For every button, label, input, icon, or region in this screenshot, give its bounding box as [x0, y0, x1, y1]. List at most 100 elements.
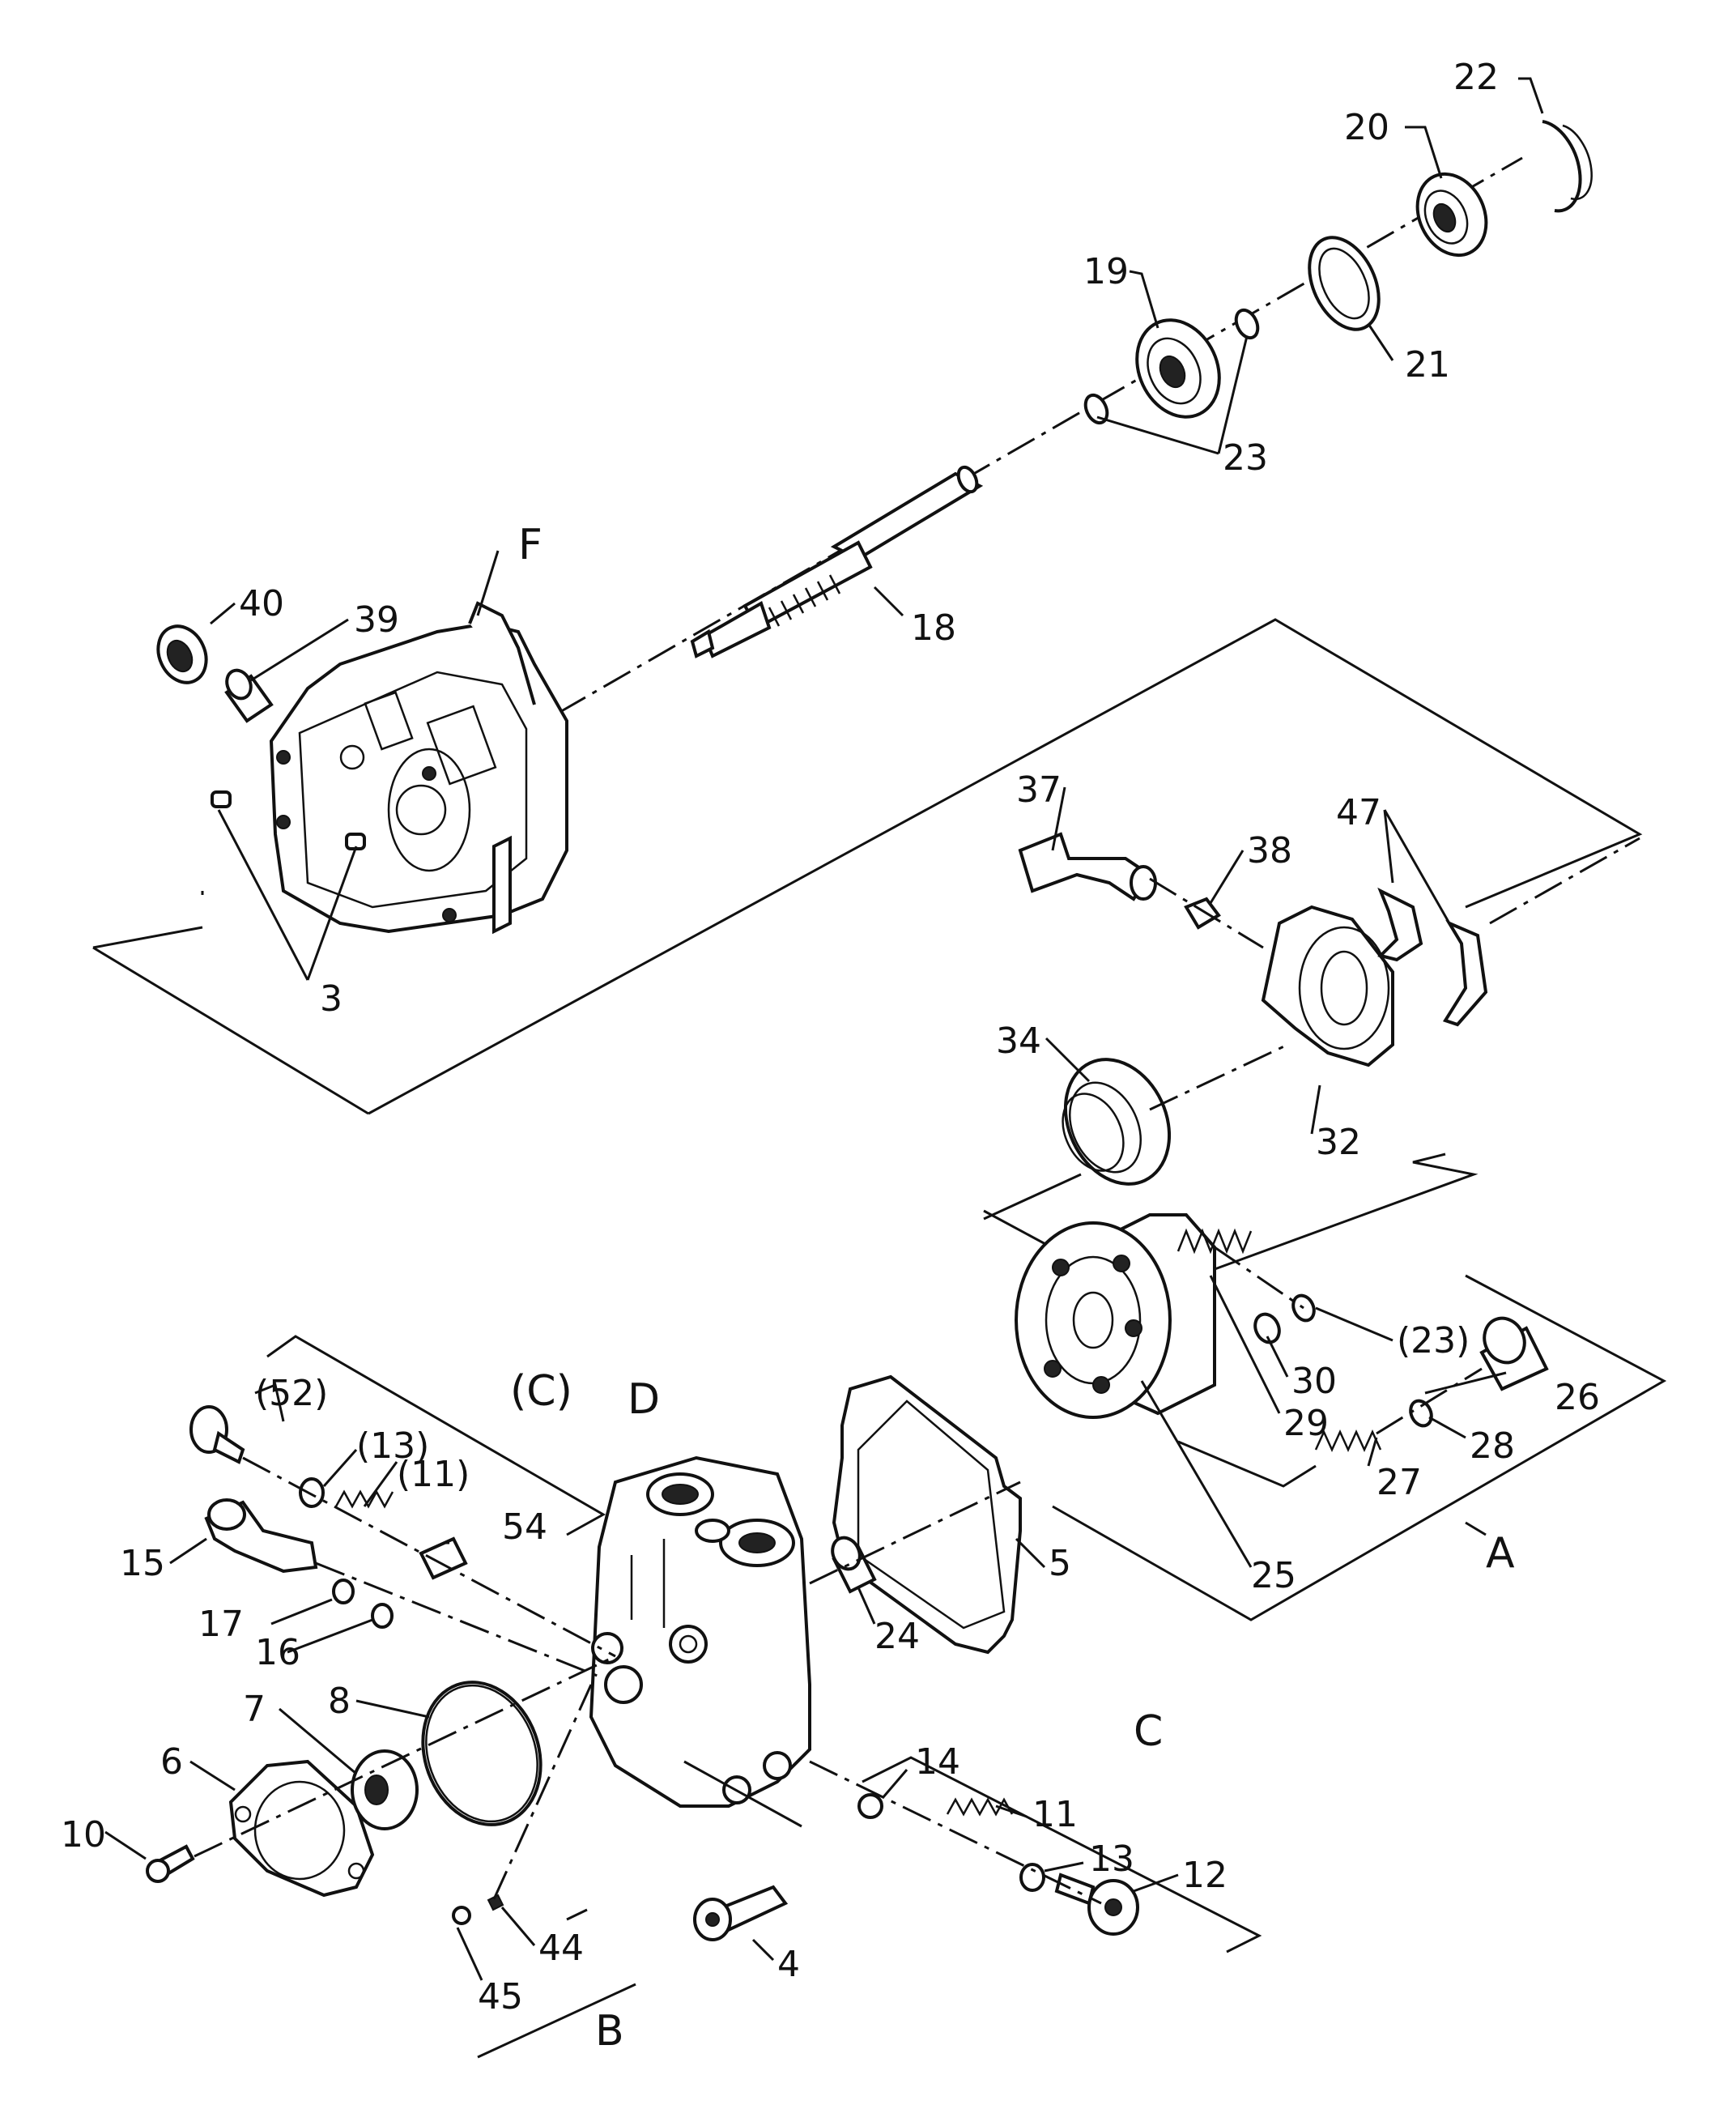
callout-44: 44 — [538, 1928, 584, 1969]
callout-26: 26 — [1555, 1377, 1600, 1418]
frame-B — [477, 1908, 636, 2059]
axis-D-25 — [809, 1481, 1021, 1585]
callout-34: 34 — [996, 1020, 1041, 1062]
callout-F: F — [518, 521, 542, 569]
bolt-4 — [693, 1885, 789, 1941]
axis-37-32 — [1149, 877, 1264, 949]
relief-valve-15 — [204, 1498, 318, 1574]
frame-bolt-4 — [683, 1760, 802, 1828]
o-ring-23-upper — [1234, 308, 1260, 340]
callout-54: 54 — [502, 1506, 547, 1548]
callout-11-paren: (11) — [397, 1454, 470, 1495]
callout-23-paren: (23) — [1397, 1320, 1470, 1361]
callout-15: 15 — [120, 1543, 165, 1584]
callout-4: 4 — [777, 1944, 800, 1985]
callout-30: 30 — [1291, 1361, 1337, 1402]
cover-6 — [228, 1759, 375, 1898]
plunger-54 — [419, 1536, 468, 1580]
o-ring-17 — [332, 1579, 355, 1604]
spring-11-paren — [334, 1489, 394, 1509]
callout-18: 18 — [911, 607, 956, 649]
frame-C-paren — [266, 1335, 606, 1536]
callout-11: 11 — [1032, 1794, 1078, 1835]
callout-40: 40 — [239, 583, 284, 624]
spring-29 — [1176, 1228, 1253, 1255]
callout-12: 12 — [1182, 1855, 1228, 1896]
o-ring-8 — [421, 1681, 542, 1826]
shim-47-a — [1377, 887, 1423, 962]
callout-7: 7 — [243, 1689, 266, 1730]
shaft-18 — [690, 465, 984, 658]
lever-37 — [1018, 832, 1157, 901]
callout-6: 6 — [160, 1741, 183, 1783]
bearing-20 — [1415, 172, 1488, 258]
callout-23: 23 — [1223, 437, 1268, 479]
callout-28: 28 — [1470, 1425, 1515, 1467]
o-ring-13-paren — [299, 1477, 325, 1508]
callout-47: 47 — [1336, 792, 1381, 833]
callout-22: 22 — [1453, 57, 1499, 98]
callout-17: 17 — [198, 1604, 244, 1645]
leader-lines — [104, 77, 1544, 1981]
bolt-10 — [146, 1844, 195, 1883]
o-ring-16 — [371, 1603, 394, 1629]
main-shaft-axis — [558, 156, 1523, 714]
spring-11 — [946, 1797, 1014, 1817]
plug-52 — [189, 1405, 245, 1464]
frame-A — [1052, 1274, 1667, 1621]
callout-38: 38 — [1247, 830, 1292, 871]
axis-cover — [194, 1655, 616, 1858]
callout-27: 27 — [1376, 1462, 1422, 1503]
callout-B: B — [595, 2007, 624, 2056]
callout-29: 29 — [1283, 1403, 1329, 1444]
callout-5: 5 — [1049, 1543, 1071, 1584]
washer-21 — [1308, 236, 1381, 331]
callout-37: 37 — [1016, 769, 1062, 811]
callout-45: 45 — [478, 1976, 523, 2017]
thrust-bearing-34 — [1062, 1058, 1172, 1186]
callout-14: 14 — [915, 1741, 960, 1783]
callout-13-paren: (13) — [356, 1425, 429, 1467]
callout-C-paren: (C) — [510, 1367, 572, 1416]
frame-C — [862, 1756, 1262, 1953]
callout-3: 3 — [320, 978, 343, 1020]
ring-30 — [1253, 1312, 1281, 1344]
housing-F — [269, 601, 568, 935]
ball-14 — [857, 1793, 883, 1819]
callout-10: 10 — [61, 1814, 106, 1855]
valve-body-D — [589, 1455, 811, 1808]
axis-47 — [1489, 837, 1640, 925]
axis-29-23 — [1214, 1246, 1304, 1310]
swashplate-32 — [1261, 905, 1394, 1067]
callout-19: 19 — [1083, 251, 1129, 292]
plug-12 — [1054, 1873, 1139, 1936]
callout-25: 25 — [1251, 1555, 1296, 1596]
axis-C — [809, 1760, 1102, 1905]
seal-40 — [156, 624, 208, 684]
bushing-39 — [224, 668, 274, 723]
snap-ring-22 — [1542, 120, 1593, 213]
axis-27-26 — [1376, 1367, 1483, 1435]
axis-34-32 — [1149, 1043, 1288, 1111]
axis-52 — [242, 1456, 616, 1658]
callout-labels: 22 20 19 21 23 F 40 39 18 3 37 38 47 34 … — [61, 57, 1600, 2056]
callout-C: C — [1134, 1707, 1163, 1756]
bushing-24 — [831, 1536, 877, 1594]
cylinder-block-25 — [1015, 1213, 1216, 1419]
callout-8: 8 — [328, 1681, 351, 1722]
axis-44 — [492, 1684, 593, 1900]
callout-24: 24 — [874, 1616, 920, 1657]
callout-32: 32 — [1316, 1122, 1361, 1163]
pin-3-left — [211, 790, 232, 808]
o-ring-23-lower — [1083, 393, 1109, 425]
block-38 — [1184, 897, 1221, 930]
ball-45 — [452, 1906, 471, 1925]
callout-39: 39 — [354, 599, 399, 641]
callout-21: 21 — [1405, 344, 1450, 386]
ring-28 — [1409, 1399, 1433, 1428]
frame-upper — [92, 618, 1643, 1115]
callout-13: 13 — [1089, 1838, 1134, 1880]
shim-47-b — [1442, 919, 1488, 1027]
